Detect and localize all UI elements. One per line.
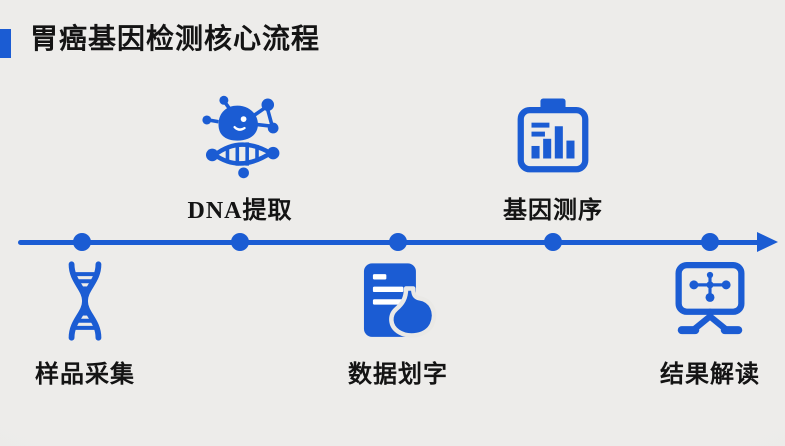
page-title: 胃癌基因检测核心流程 xyxy=(30,24,321,55)
dna-helix-icon xyxy=(42,258,128,344)
timeline-step-result-interpretation: 结果解读 xyxy=(625,258,785,389)
title-accent-bar xyxy=(0,29,11,58)
timeline-dot-5 xyxy=(701,233,719,251)
timeline-step-data-analysis: 数据划字 xyxy=(313,258,483,389)
timeline-step-sample-collection: 样品采集 xyxy=(0,258,170,389)
timeline-arrowhead-icon xyxy=(757,232,778,252)
step-label: 基因测序 xyxy=(503,198,603,224)
timeline-step-gene-sequencing: 基因测序 xyxy=(468,94,638,225)
timeline-dot-3 xyxy=(389,233,407,251)
document-stomach-icon xyxy=(355,258,441,344)
step-label: 结果解读 xyxy=(660,362,760,388)
timeline-dot-1 xyxy=(73,233,91,251)
step-label: 数据划字 xyxy=(348,362,448,388)
timeline-dot-4 xyxy=(544,233,562,251)
timeline-dot-2 xyxy=(231,233,249,251)
timeline-step-dna-extraction: DNA提取 xyxy=(155,94,325,225)
microbe-dna-icon xyxy=(197,94,283,180)
step-label: 样品采集 xyxy=(35,362,135,388)
clipboard-chart-icon xyxy=(510,94,596,180)
step-label: DNA提取 xyxy=(187,198,293,224)
monitor-molecule-icon xyxy=(667,258,753,344)
